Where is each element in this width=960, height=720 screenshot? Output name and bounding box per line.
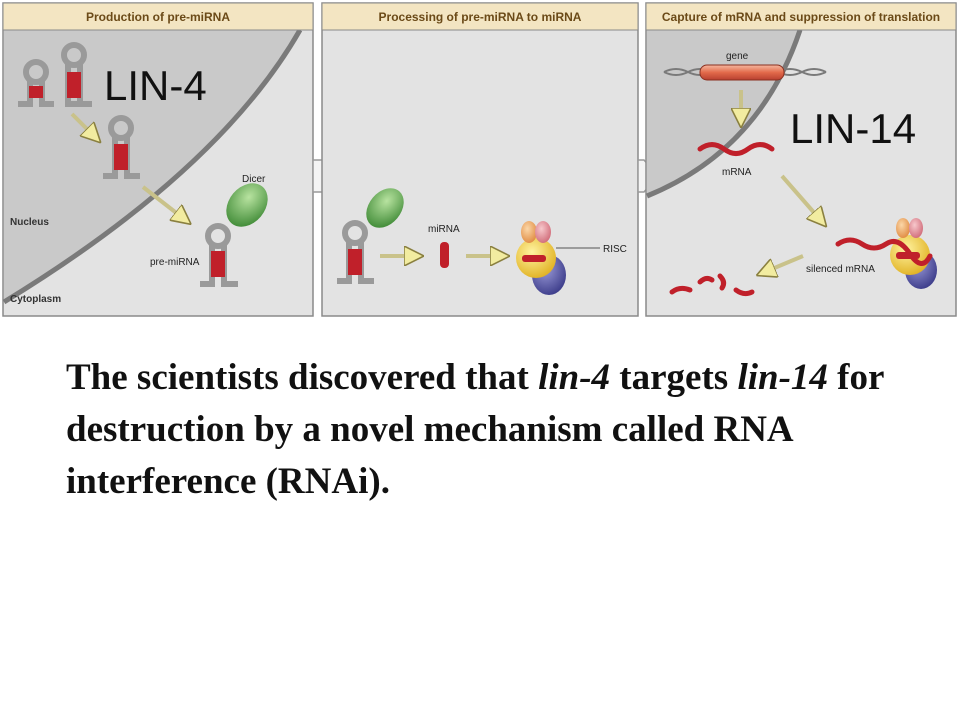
- dicer-label: Dicer: [242, 174, 266, 185]
- caption-part: The scientists discovered that: [66, 357, 539, 398]
- risc-complex: [516, 221, 566, 295]
- cytoplasm-label: Cytoplasm: [10, 294, 61, 305]
- gene-label: gene: [726, 51, 749, 62]
- mrna-label: mRNA: [722, 167, 752, 178]
- silenced-mrna-complex: [835, 218, 937, 289]
- caption-part: targets: [610, 357, 738, 398]
- dicer-enzyme: [226, 183, 268, 227]
- nucleus-label: Nucleus: [10, 217, 49, 228]
- lin14-label: LIN-14: [790, 105, 916, 152]
- arrow: [760, 254, 804, 274]
- pre-mirna-label: pre-miRNA: [150, 257, 200, 268]
- panel-header: Processing of pre-miRNA to miRNA: [379, 10, 582, 24]
- caption-gene-name: lin-14: [737, 357, 828, 398]
- panel-processing: Processing of pre-miRNA to miRNA miRNA R…: [321, 2, 639, 317]
- rna-duplex-segment: [114, 144, 128, 170]
- rna-duplex-segment: [67, 72, 81, 98]
- degraded-mrna-fragments: [669, 273, 755, 297]
- mirna-label: miRNA: [428, 224, 460, 235]
- caption-text: The scientists discovered that lin-4 tar…: [66, 352, 936, 508]
- arrow: [70, 112, 98, 140]
- mirna-strand: [440, 242, 449, 268]
- silenced-mrna-label: silenced mRNA: [806, 264, 875, 275]
- panel-header: Capture of mRNA and suppression of trans…: [662, 10, 940, 24]
- panel-header: Production of pre-miRNA: [86, 10, 230, 24]
- rna-duplex-segment: [348, 249, 362, 275]
- arrow: [780, 174, 824, 224]
- caption-part: for destruction by a novel mechanism cal…: [66, 357, 884, 502]
- arrow: [141, 185, 188, 222]
- risc-label: RISC: [603, 244, 627, 255]
- mrna-strand: [697, 142, 775, 156]
- rna-duplex-segment: [211, 251, 225, 277]
- panel-capture: Capture of mRNA and suppression of trans…: [645, 2, 957, 317]
- panel-production: Production of pre-miRNA Dicer pre-: [2, 2, 314, 317]
- lin4-label: LIN-4: [104, 62, 207, 109]
- dna-gene: [663, 64, 827, 81]
- rna-duplex-segment: [29, 86, 43, 98]
- dicer-enzyme: [366, 188, 404, 228]
- caption-gene-name: lin-4: [538, 357, 611, 398]
- mirna-pathway-figure: Production of pre-miRNA Dicer pre-: [2, 2, 957, 317]
